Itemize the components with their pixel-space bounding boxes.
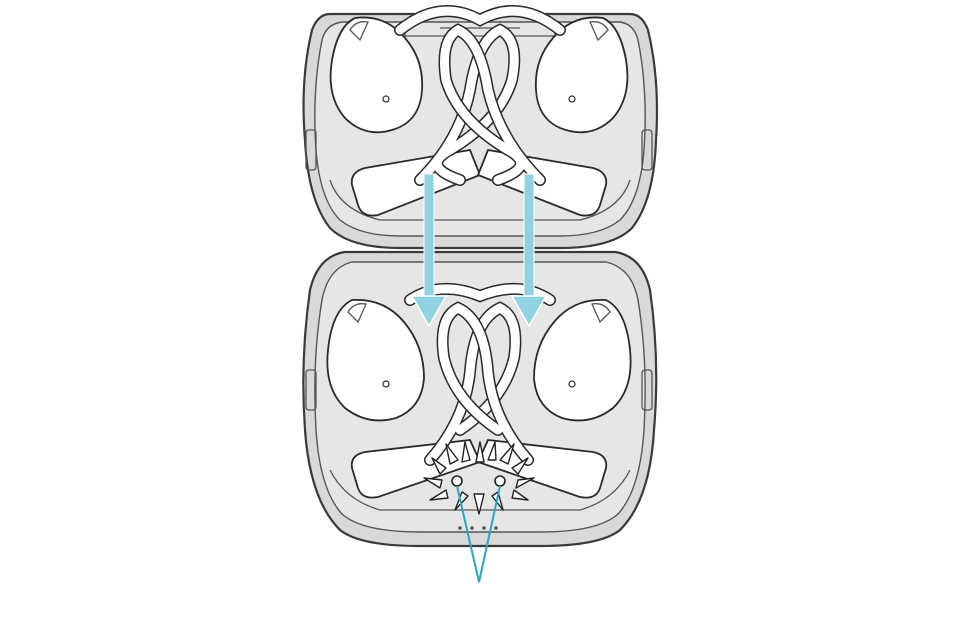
charging-contacts xyxy=(451,475,506,487)
lid-ear-hooks xyxy=(394,5,566,186)
insert-arrow-right xyxy=(510,173,548,328)
contact-pointer-lines xyxy=(456,485,501,583)
charging-contact-right xyxy=(494,475,506,487)
charging-glow-rays xyxy=(423,441,535,515)
charging-contact-left xyxy=(451,475,463,487)
insert-arrow-left xyxy=(410,173,448,328)
